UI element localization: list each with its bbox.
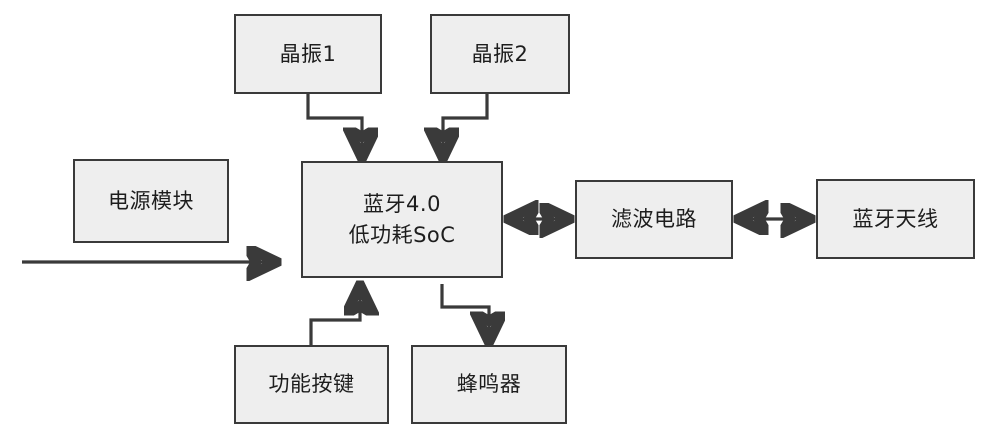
wire-crystal2-to-soc bbox=[443, 94, 489, 155]
block-function-key[interactable]: 功能按键 bbox=[234, 345, 389, 424]
block-bluetooth-antenna[interactable]: 蓝牙天线 bbox=[816, 179, 975, 259]
wire-soc-to-buzzer bbox=[440, 284, 489, 339]
wire-funckey-to-soc bbox=[309, 288, 360, 345]
block-crystal1-label: 晶振1 bbox=[279, 41, 337, 66]
block-power-module[interactable]: 电源模块 bbox=[73, 159, 229, 243]
block-crystal2-label: 晶振2 bbox=[471, 41, 529, 66]
block-filter-circuit[interactable]: 滤波电路 bbox=[575, 180, 733, 259]
block-buzzer[interactable]: 蜂鸣器 bbox=[411, 345, 567, 424]
block-bluetooth-soc-label: 蓝牙4.0 低功耗SoC bbox=[348, 192, 456, 247]
block-power-module-label: 电源模块 bbox=[108, 188, 194, 213]
block-buzzer-label: 蜂鸣器 bbox=[456, 372, 522, 397]
block-crystal1[interactable]: 晶振1 bbox=[234, 14, 382, 94]
block-filter-circuit-label: 滤波电路 bbox=[611, 207, 697, 232]
block-bluetooth-soc[interactable]: 蓝牙4.0 低功耗SoC bbox=[301, 161, 503, 278]
block-bluetooth-antenna-label: 蓝牙天线 bbox=[852, 206, 939, 231]
block-crystal2[interactable]: 晶振2 bbox=[430, 14, 570, 94]
wire-crystal1-to-soc bbox=[306, 94, 362, 155]
block-function-key-label: 功能按键 bbox=[268, 372, 355, 397]
